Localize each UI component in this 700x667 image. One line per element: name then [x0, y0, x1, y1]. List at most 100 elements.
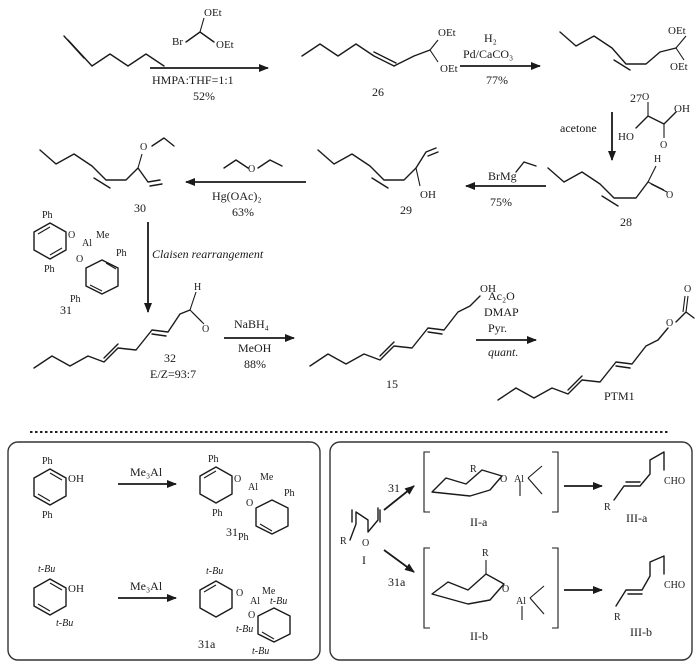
panel-left-diphenylphenol: Ph Ph OH	[33, 456, 84, 521]
compound-30: O 30	[39, 137, 175, 215]
compound-15: OH 15	[309, 283, 496, 391]
c31-ph-4: Ph	[70, 294, 81, 305]
product-IIIb: R CHO III-b	[614, 555, 685, 639]
step8-reagents: Ac₂O DMAP Pyr. quant.	[476, 289, 537, 359]
pl31a-o-1: O	[236, 588, 243, 599]
label-30: 30	[134, 201, 146, 215]
c30-o: O	[140, 142, 147, 153]
yield-step1: 52%	[193, 89, 215, 103]
iiia-cho: CHO	[664, 476, 685, 487]
iiib-cho: CHO	[664, 580, 685, 591]
panel-left-product-31a: t-Bu O Al Me O t-Bu t-Bu t-Bu 31a	[198, 566, 291, 657]
label-27: 27	[630, 91, 642, 105]
oxalic-oh: OH	[674, 103, 690, 115]
c31-o-2: O	[76, 254, 83, 265]
reagent-br: Br	[172, 36, 183, 48]
step6-claisen: Claisen rearrangement	[144, 222, 264, 313]
c28-h: H	[654, 154, 661, 165]
mech-arrow-bottom	[383, 549, 415, 573]
label-IIa: II-a	[470, 515, 488, 529]
pl31a-tbu-2: t-Bu	[270, 596, 287, 607]
pl31-ph-4: Ph	[238, 532, 249, 543]
compound-29: OH 29	[317, 147, 439, 217]
pl31a-me: Me	[262, 586, 276, 597]
iib-o: O	[502, 584, 509, 595]
pl-ph-1: Ph	[42, 456, 53, 467]
mechanism-arrows-product	[564, 482, 603, 594]
label-32-ratio: E/Z=93:7	[150, 367, 196, 381]
pl-tbu-2: t-Bu	[56, 618, 73, 629]
mechanism-arrows-split: 31 31a	[383, 481, 415, 589]
c31-al: Al	[82, 238, 92, 249]
yield-step7: 88%	[244, 357, 266, 371]
pl-label-31: 31	[226, 525, 238, 539]
pl31-me: Me	[260, 472, 274, 483]
reagent-pd-caco3: Pd/CaCO₃	[463, 47, 513, 61]
reagent-oet-1: OEt	[204, 7, 222, 19]
label-29: 29	[400, 203, 412, 217]
oxalic-o-2: O	[660, 140, 667, 151]
panel-left-reaction-top: Me₃Al	[118, 465, 177, 488]
step2-reagents: H₂ Pd/CaCO₃ 77%	[460, 31, 541, 87]
reagent-hmpa: HMPA:THF=1:1	[152, 73, 234, 87]
label-IIb: II-b	[470, 629, 488, 643]
reagent-brmg: BrMg	[488, 169, 517, 183]
yield-step2: 77%	[486, 73, 508, 87]
iia-r: R	[470, 464, 477, 475]
iiib-r: R	[614, 612, 621, 623]
ptm1-o-ester: O	[666, 318, 673, 329]
reagent-h2: H₂	[484, 31, 497, 45]
iiia-r: R	[604, 502, 611, 513]
reagent-pyr: Pyr.	[488, 321, 507, 335]
pl-ph-2: Ph	[42, 510, 53, 521]
label-32: 32	[164, 351, 176, 365]
iia-o: O	[500, 474, 507, 485]
compound-ptm1: O O PTM1	[497, 284, 695, 403]
pl31-o-1: O	[234, 474, 241, 485]
transition-state-IIb: R O Al II-b	[423, 547, 559, 643]
iib-r: R	[482, 548, 489, 559]
step5-reagents: O Hg(OAc)₂ 63%	[185, 159, 306, 219]
compound-27: OEt OEt 27	[559, 25, 688, 105]
oxalic-ho: HO	[618, 131, 634, 143]
pl31a-tbu-3: t-Bu	[236, 624, 253, 635]
step7-reagents: NaBH₄ MeOH 88%	[224, 317, 295, 371]
compound-heptyne	[63, 35, 165, 67]
transition-state-IIa: R O Al II-a	[423, 451, 559, 529]
reagent-dmap: DMAP	[484, 305, 519, 319]
pl31a-o-2: O	[248, 610, 255, 621]
step3-reagents: acetone O O HO OH	[560, 92, 690, 161]
pl31-o-2: O	[246, 498, 253, 509]
mech-arrow-top-label: 31	[388, 481, 400, 495]
pl-oh-1: OH	[68, 473, 84, 485]
yield-step8: quant.	[488, 345, 518, 359]
c26-oet-2: OEt	[440, 63, 458, 75]
mech-r: R	[340, 536, 347, 547]
catalyst-31: Ph Ph O Al Me O Ph Ph 31	[33, 210, 127, 317]
iib-al: Al	[516, 596, 526, 607]
reagent-acetone: acetone	[560, 121, 597, 135]
yield-step4: 75%	[490, 195, 512, 209]
pl31-al: Al	[248, 482, 258, 493]
oxalic-o-1: O	[642, 92, 649, 103]
step1-reagents: Br OEt OEt HMPA:THF=1:1 52%	[150, 7, 269, 103]
reagent-ac2o: Ac₂O	[488, 289, 515, 303]
reagent-hgoac2: Hg(OAc)₂	[212, 189, 262, 203]
label-31: 31	[60, 303, 72, 317]
pl-reagent-bottom: Me₃Al	[130, 579, 163, 593]
pl-oh-2: OH	[68, 583, 84, 595]
pl31a-tbu-4: t-Bu	[252, 646, 269, 657]
panel-left-reaction-bottom: Me₃Al	[118, 579, 177, 602]
mech-arrow-bottom-label: 31a	[388, 575, 406, 589]
label-15: 15	[386, 377, 398, 391]
compound-32: H O 32 E/Z=93:7	[33, 282, 209, 381]
label-claisen: Claisen rearrangement	[152, 247, 264, 261]
mechanism-start-I: R O I	[340, 507, 381, 567]
mech-label-I: I	[362, 553, 366, 567]
label-IIIa: III-a	[626, 511, 648, 525]
yield-step5: 63%	[232, 205, 254, 219]
pl31-ph-1: Ph	[208, 454, 219, 465]
vinyl-ether-o: O	[248, 164, 255, 175]
c32-o: O	[202, 324, 209, 335]
c32-h: H	[194, 282, 201, 293]
